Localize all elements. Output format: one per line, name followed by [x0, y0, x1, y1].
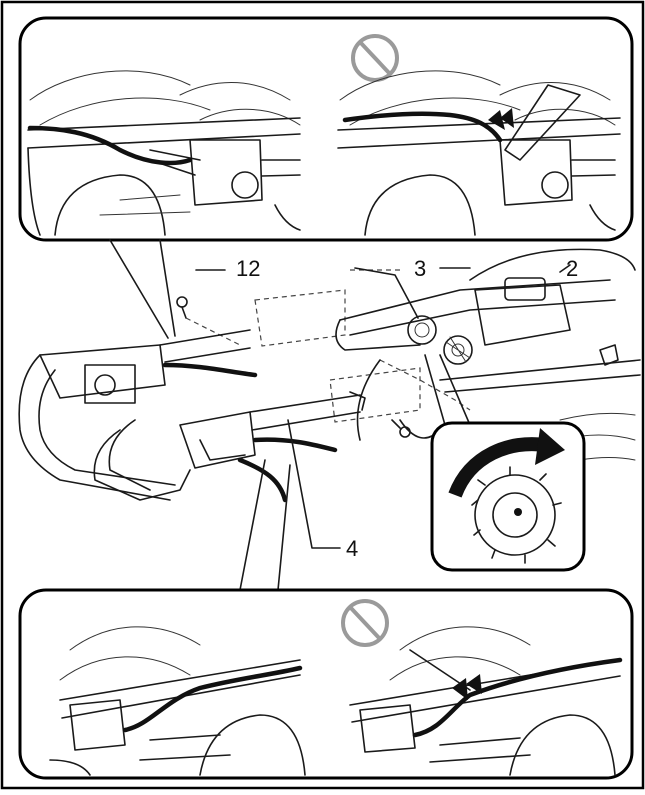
prohibited-sign-icon — [341, 599, 389, 647]
callout-label-3: 3 — [414, 256, 427, 281]
main-assembly-illustration — [18, 248, 641, 549]
mower-body — [335, 248, 641, 461]
bottom-right-subfigure — [341, 599, 623, 776]
bolt-lower — [391, 419, 411, 438]
bottom-panel-pointer — [239, 459, 291, 591]
callout-4-leader — [287, 419, 341, 549]
knob-tightening-detail — [424, 354, 586, 572]
callout-label-12: 12 — [236, 256, 261, 281]
alignment-box-right — [329, 367, 421, 423]
pinch-arrow-icon — [452, 674, 482, 700]
bottom-left-subfigure — [49, 626, 306, 776]
callout-2-leader — [559, 264, 571, 273]
prohibited-sign-slash — [348, 605, 382, 641]
top-right-subfigure — [337, 34, 621, 236]
prohibited-sign-icon — [351, 34, 399, 82]
top-panel-border — [18, 16, 634, 242]
knob-part-3 — [354, 267, 473, 365]
upper-handle — [18, 329, 258, 501]
lower-handle — [93, 391, 366, 503]
bottom-panel-border — [18, 588, 634, 780]
top-detail-panel — [18, 16, 634, 339]
prohibited-sign-slash — [358, 40, 392, 76]
top-left-subfigure — [27, 70, 301, 236]
bolt-part-12 — [176, 269, 241, 346]
callout-label-2: 2 — [566, 256, 579, 281]
top-panel-pointer — [109, 239, 176, 339]
callout-label-4: 4 — [346, 536, 359, 561]
bottom-detail-panel — [18, 459, 634, 780]
pinch-arrow-icon — [488, 108, 514, 130]
alignment-box-left — [254, 289, 346, 347]
rotate-arrow-icon — [448, 437, 546, 498]
